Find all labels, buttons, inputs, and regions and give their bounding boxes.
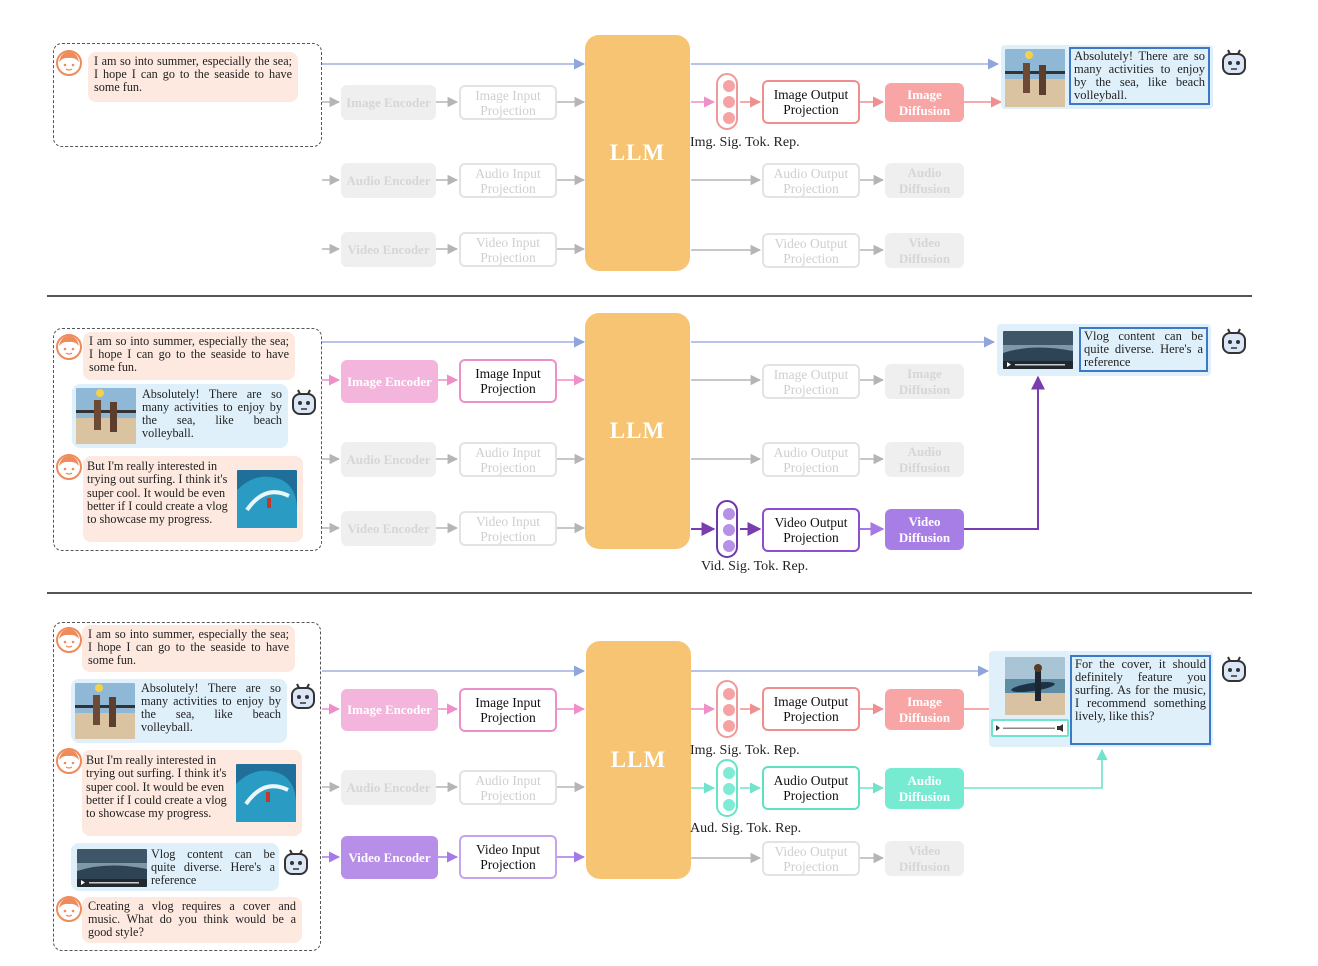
user-avatar-icon — [56, 50, 82, 76]
user-avatar-icon — [56, 748, 82, 774]
img-sig-tok-label: Img. Sig. Tok. Rep. — [690, 743, 800, 758]
audio-input-projection: Audio Input Projection — [459, 442, 557, 477]
audio-diffusion: Audio Diffusion — [885, 442, 964, 477]
bot-message: Absolutely! There are so many activities… — [71, 679, 287, 743]
image-encoder: Image Encoder — [341, 360, 438, 403]
image-output-projection: Image Output Projection — [762, 80, 860, 124]
video-input-projection: Video Input Projection — [459, 511, 557, 546]
image-input-projection: Image Input Projection — [459, 359, 557, 403]
robot-icon — [291, 683, 315, 709]
audio-output-projection: Audio Output Projection — [762, 163, 860, 198]
bot-message-text: Absolutely! There are so many activities… — [141, 681, 281, 734]
video-diffusion: Video Diffusion — [885, 233, 964, 268]
panel-3-wires — [322, 665, 1108, 864]
video-output-projection: Video Output Projection — [762, 508, 860, 552]
aud-sig-tok-label: Aud. Sig. Tok. Rep. — [690, 821, 802, 836]
audio-encoder: Audio Encoder — [341, 770, 436, 805]
image-output-projection: Image Output Projection — [762, 364, 860, 399]
audio-encoder: Audio Encoder — [341, 442, 436, 477]
image-output-projection: Image Output Projection — [762, 687, 860, 731]
robot-icon — [1222, 328, 1246, 354]
vlog-video-thumbnail — [77, 849, 147, 887]
bot-response-text: Absolutely! There are so many activities… — [1069, 47, 1210, 105]
video-encoder: Video Encoder — [341, 511, 436, 546]
llm-block: LLM — [585, 313, 690, 549]
bot-message: Absolutely! There are so many activities… — [72, 384, 288, 448]
panel-1: I am so into summer, especially the sea;… — [0, 0, 1318, 295]
audio-signal-tokens — [716, 759, 738, 817]
vlog-video-thumbnail — [1003, 331, 1073, 369]
audio-output-projection: Audio Output Projection — [762, 442, 860, 477]
dialog-history — [53, 622, 321, 951]
llm-block: LLM — [585, 35, 690, 271]
audio-player[interactable] — [991, 719, 1069, 737]
robot-icon — [292, 389, 316, 415]
video-output-projection: Video Output Projection — [762, 233, 860, 268]
user-message-text: But I'm really interested in trying out … — [86, 753, 227, 821]
surfing-wave-image — [236, 764, 296, 822]
bot-message-text: Vlog content can be quite diverse. Here'… — [151, 847, 275, 887]
video-encoder: Video Encoder — [341, 836, 438, 879]
panel-divider — [47, 295, 1252, 297]
beach-volleyball-image — [1005, 49, 1065, 107]
image-diffusion: Image Diffusion — [885, 689, 964, 730]
video-output-projection: Video Output Projection — [762, 841, 860, 876]
user-avatar-icon — [56, 454, 82, 480]
beach-volleyball-image — [76, 388, 136, 444]
user-message-text: But I'm really interested in trying out … — [87, 459, 228, 527]
panel-2: I am so into summer, especially the sea;… — [53, 313, 1246, 574]
img-sig-tok-label: Img. Sig. Tok. Rep. — [690, 135, 800, 150]
vid-sig-tok-label: Vid. Sig. Tok. Rep. — [701, 559, 809, 574]
video-diffusion: Video Diffusion — [885, 841, 964, 876]
image-signal-tokens — [716, 680, 738, 738]
user-message: I am so into summer, especially the sea;… — [88, 52, 298, 102]
panel-1-wires — [322, 58, 1003, 256]
user-avatar-icon — [56, 627, 82, 653]
image-diffusion: Image Diffusion — [885, 364, 964, 399]
user-message: I am so into summer, especially the sea;… — [83, 332, 295, 380]
audio-waveform-icon — [996, 724, 1063, 732]
video-encoder: Video Encoder — [341, 232, 436, 267]
beach-volleyball-image — [75, 683, 135, 739]
robot-icon — [1222, 656, 1246, 682]
audio-input-projection: Audio Input Projection — [459, 770, 557, 805]
dialog-history — [53, 328, 322, 551]
audio-encoder: Audio Encoder — [341, 163, 436, 198]
bot-response-text: For the cover, it should definitely feat… — [1070, 655, 1211, 745]
image-input-projection: Image Input Projection — [459, 688, 557, 732]
robot-icon — [1222, 49, 1246, 75]
image-input-projection: Image Input Projection — [459, 85, 557, 120]
surfer-cover-image — [1005, 657, 1065, 715]
dialog-history — [53, 43, 322, 147]
user-message: But I'm really interested in trying out … — [82, 750, 302, 836]
llm-block: LLM — [586, 641, 691, 879]
image-encoder: Image Encoder — [341, 85, 436, 120]
bot-response-text: Vlog content can be quite diverse. Here'… — [1079, 327, 1208, 372]
robot-icon — [284, 849, 308, 875]
audio-diffusion: Audio Diffusion — [885, 768, 964, 809]
video-diffusion: Video Diffusion — [885, 509, 964, 550]
audio-diffusion: Audio Diffusion — [885, 163, 964, 198]
video-input-projection: Video Input Projection — [459, 232, 557, 267]
bot-message-text: Absolutely! There are so many activities… — [142, 387, 282, 440]
image-signal-tokens — [716, 73, 738, 130]
user-message: Creating a vlog requires a cover and mus… — [82, 897, 302, 943]
surfing-wave-image — [237, 470, 297, 528]
user-avatar-icon — [56, 896, 82, 922]
audio-output-projection: Audio Output Projection — [762, 766, 860, 810]
panel-divider — [47, 592, 1252, 594]
user-message: I am so into summer, especially the sea;… — [82, 625, 295, 672]
user-avatar-icon — [56, 334, 82, 360]
user-message: But I'm really interested in trying out … — [83, 456, 303, 542]
audio-input-projection: Audio Input Projection — [459, 163, 557, 198]
image-diffusion: Image Diffusion — [885, 83, 964, 122]
video-signal-tokens — [716, 500, 738, 558]
image-encoder: Image Encoder — [341, 689, 438, 731]
panel-2-wires — [322, 336, 1045, 536]
video-input-projection: Video Input Projection — [459, 835, 557, 879]
bot-message: Vlog content can be quite diverse. Here'… — [71, 843, 279, 891]
